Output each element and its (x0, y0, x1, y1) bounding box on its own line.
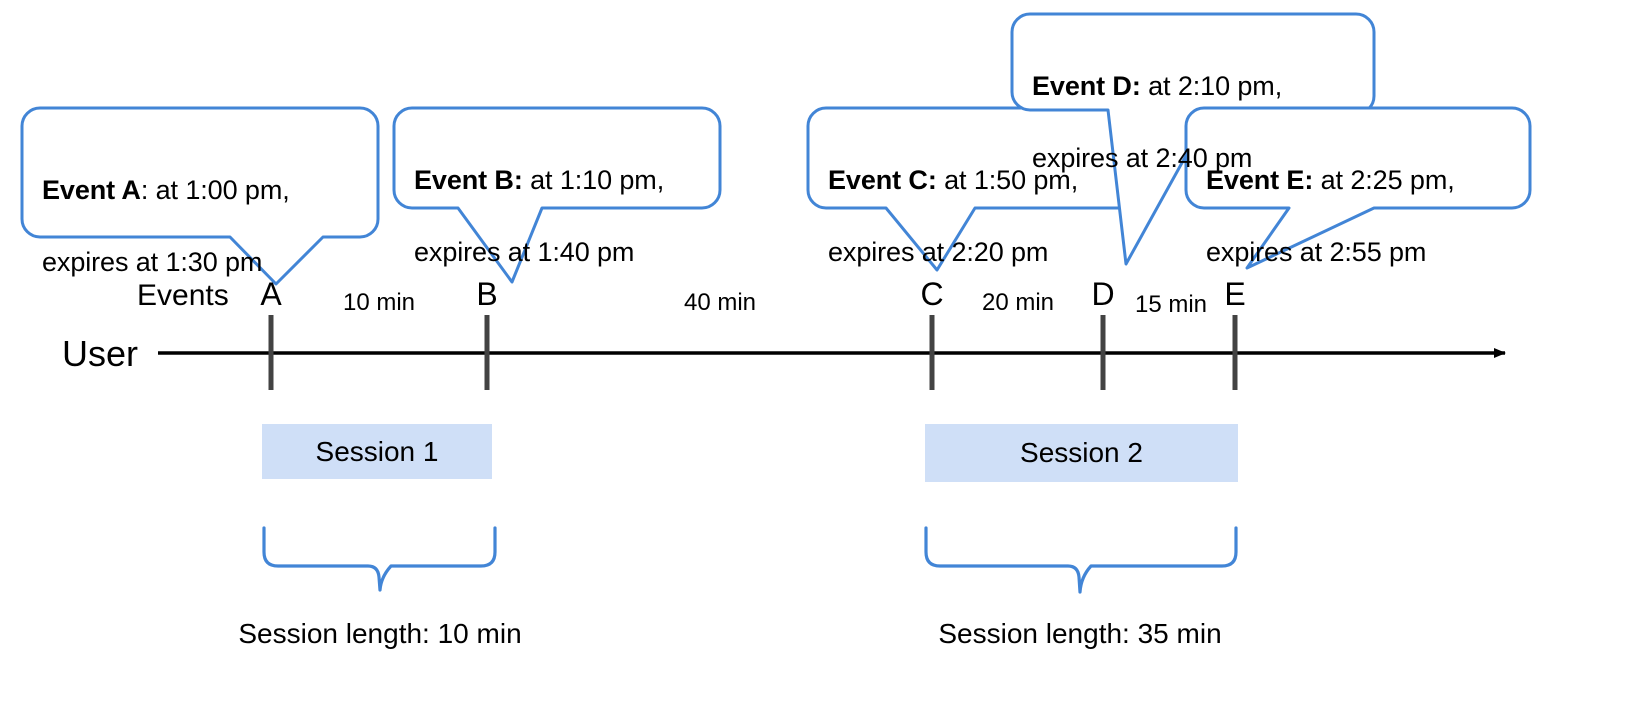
callout-text-event-e: Event E: at 2:25 pm, expires at 2:55 pm (1206, 126, 1516, 270)
callout-event-name-c: Event C: (828, 165, 937, 195)
callout-text-event-c: Event C: at 1:50 pm, expires at 2:20 pm (828, 126, 1128, 270)
session-box-2-label: Session 2 (1020, 437, 1143, 468)
callout-separator-e (1313, 165, 1320, 195)
callout-line1-a: at 1:00 pm, (155, 175, 290, 205)
callout-line2-c: expires at 2:20 pm (828, 237, 1049, 267)
callout-separator-d (1141, 71, 1148, 101)
session-box-1[interactable]: Session 1 (262, 424, 492, 479)
callout-bubble-event-a (20, 106, 380, 286)
callout-line2-d: expires at 2:40 pm (1032, 143, 1253, 173)
callout-line2-e: expires at 2:55 pm (1206, 237, 1427, 267)
callout-line2-a: expires at 1:30 pm (42, 247, 263, 277)
tick-label-a: A (260, 276, 282, 312)
callout-line1-e: at 2:25 pm, (1320, 165, 1455, 195)
tick-label-b: B (476, 276, 498, 312)
brace-session-1 (262, 526, 497, 592)
tick-label-d: D (1091, 276, 1115, 312)
callout-separator-a: : (140, 175, 156, 205)
session-length-caption-1: Session length: 10 min (238, 618, 522, 649)
callout-text-event-a: Event A: at 1:00 pm, expires at 1:30 pm (42, 136, 372, 280)
events-row-label: Events (137, 279, 229, 312)
callout-line1-b: at 1:10 pm, (530, 165, 665, 195)
callout-line2-b: expires at 1:40 pm (414, 237, 635, 267)
gap-label-d-e: 15 min (1134, 291, 1208, 318)
tick-label-e: E (1224, 276, 1246, 312)
callout-event-name-d: Event D: (1032, 71, 1141, 101)
axis-row-label-user: User (62, 333, 139, 374)
session-length-caption-2: Session length: 35 min (938, 618, 1222, 649)
gap-label-b-c: 40 min (683, 289, 757, 316)
callout-line1-c: at 1:50 pm, (944, 165, 1079, 195)
gap-label-a-b: 10 min (342, 289, 416, 316)
tick-label-c: C (920, 276, 944, 312)
session-box-2[interactable]: Session 2 (925, 424, 1238, 482)
callout-separator-c (937, 165, 944, 195)
callout-event-name-e: Event E: (1206, 165, 1314, 195)
callout-bubble-event-b (392, 106, 722, 284)
callout-text-event-b: Event B: at 1:10 pm, expires at 1:40 pm (414, 126, 714, 270)
callout-bubble-event-e (1184, 106, 1532, 270)
session-box-1-label: Session 1 (315, 435, 439, 467)
callout-separator-b (523, 165, 530, 195)
callout-line1-d: at 2:10 pm, (1148, 71, 1283, 101)
gap-label-c-d: 20 min (981, 289, 1055, 316)
callout-event-name-a: Event A (42, 175, 141, 205)
callout-event-name-b: Event B: (414, 165, 523, 195)
brace-session-2 (924, 526, 1238, 594)
callout-text-event-d: Event D: at 2:10 pm, expires at 2:40 pm (1032, 32, 1352, 176)
